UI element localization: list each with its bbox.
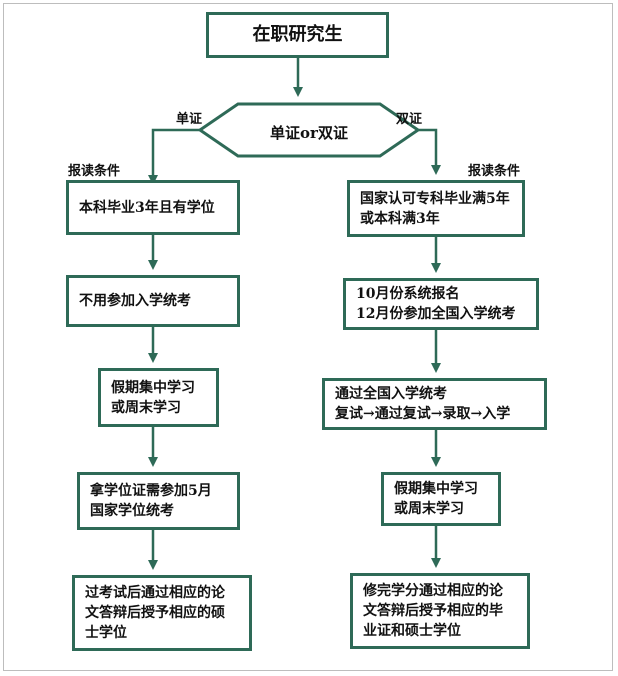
right-step-2-text: 10月份系统报名 12月份参加全国入学统考 xyxy=(356,286,516,322)
right-step-2: 10月份系统报名 12月份参加全国入学统考 xyxy=(343,278,539,330)
left-step-3: 假期集中学习 或周末学习 xyxy=(98,368,219,427)
condition-label-left: 报读条件 xyxy=(68,164,121,179)
arrow-decision-to-right xyxy=(418,128,441,175)
right-step-5-text: 修完学分通过相应的论 文答辩后授予相应的毕 业证和硕士学位 xyxy=(363,583,503,639)
decision-label: 单证or双证 xyxy=(270,123,348,142)
node-top-text: 在职研究生 xyxy=(252,24,343,45)
left-step-5-text: 过考试后通过相应的论 文答辩后授予相应的硕 士学位 xyxy=(85,585,225,641)
branch-label-left: 单证 xyxy=(176,112,203,127)
left-step-3-text: 假期集中学习 或周末学习 xyxy=(111,379,195,416)
condition-label-right: 报读条件 xyxy=(468,164,521,179)
right-step-5: 修完学分通过相应的论 文答辩后授予相应的毕 业证和硕士学位 xyxy=(350,573,530,649)
left-step-5: 过考试后通过相应的论 文答辩后授予相应的硕 士学位 xyxy=(72,575,252,651)
arrow-decision-to-left xyxy=(148,128,200,185)
left-step-4-text: 拿学位证需参加5月 国家学位统考 xyxy=(90,483,212,519)
right-step-3-text: 通过全国入学统考 复试→通过复试→录取→入学 xyxy=(335,386,511,422)
right-step-1-text: 国家认可专科毕业满5年 或本科满3年 xyxy=(360,190,510,227)
left-step-4: 拿学位证需参加5月 国家学位统考 xyxy=(77,472,240,530)
right-step-1: 国家认可专科毕业满5年 或本科满3年 xyxy=(347,180,525,237)
node-top: 在职研究生 xyxy=(206,12,389,58)
right-step-4-text: 假期集中学习 或周末学习 xyxy=(394,481,478,517)
left-step-1-text: 本科毕业3年且有学位 xyxy=(79,199,215,216)
left-step-2-text: 不用参加入学统考 xyxy=(79,293,191,309)
branch-label-right: 双证 xyxy=(396,112,423,127)
left-step-1: 本科毕业3年且有学位 xyxy=(66,180,240,235)
page-frame xyxy=(3,3,613,671)
left-step-2: 不用参加入学统考 xyxy=(66,275,240,327)
right-step-4: 假期集中学习 或周末学习 xyxy=(381,472,501,526)
right-step-3: 通过全国入学统考 复试→通过复试→录取→入学 xyxy=(322,378,547,430)
